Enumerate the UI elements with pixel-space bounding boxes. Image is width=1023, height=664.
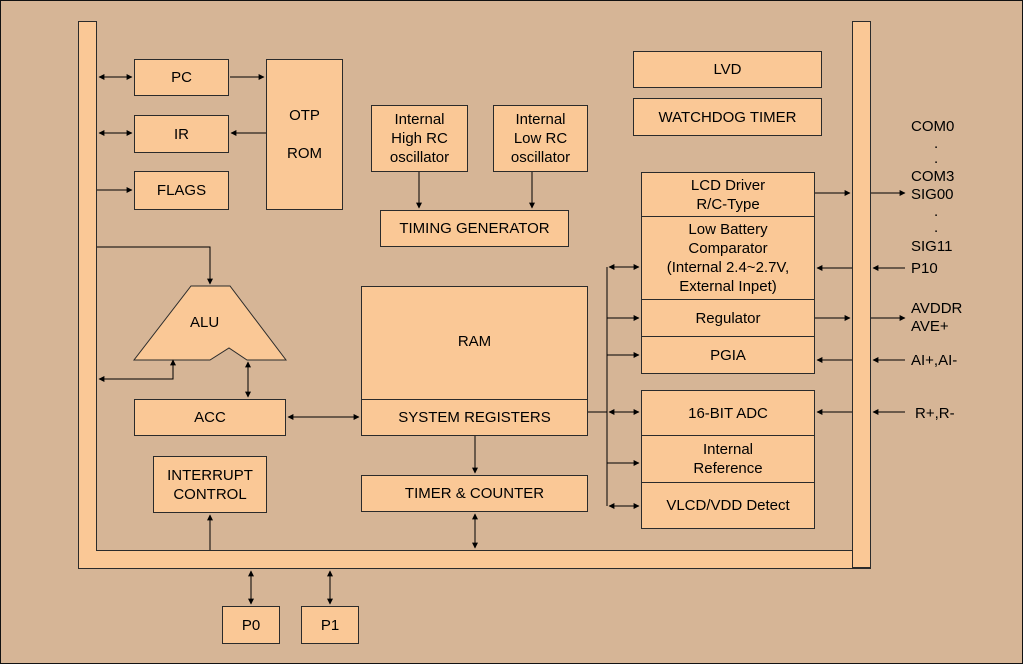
lbc-line-4: External Inpet) — [679, 278, 777, 295]
system-registers-label: SYSTEM REGISTERS — [398, 409, 551, 426]
low-rc-line-1: Internal — [515, 111, 566, 128]
otp-rom-block: OTP ROM — [266, 59, 343, 210]
timer-counter-block: TIMER & COUNTER — [361, 475, 588, 512]
p1-block: P1 — [301, 606, 359, 644]
low-rc-line-2: Low RC — [513, 130, 568, 147]
bus-join-left — [79, 549, 96, 552]
high-rc-line-1: Internal — [394, 111, 445, 128]
acc-label: ACC — [194, 409, 226, 426]
lcd-driver-line-1: LCD Driver — [690, 176, 766, 194]
watchdog-timer-block: WATCHDOG TIMER — [633, 98, 822, 136]
bus-to-alu-arrow — [97, 246, 213, 285]
pin-dots-3: . — [934, 203, 939, 220]
watchdog-timer-label: WATCHDOG TIMER — [658, 108, 797, 126]
pin-ai: AI+,AI- — [911, 352, 958, 369]
interrupt-label: INTERRUPT — [167, 466, 253, 484]
lvd-label: LVD — [713, 61, 742, 78]
adc-label: 16-BIT ADC — [688, 404, 768, 422]
p1-label: P1 — [320, 616, 340, 634]
pin-ave-plus: AVE+ — [911, 318, 949, 335]
ram-label: RAM — [457, 333, 492, 350]
lcd-driver-block: LCD Driver R/C-Type — [641, 172, 815, 217]
p0-label: P0 — [241, 616, 261, 634]
pin-dots-2: . — [934, 150, 939, 167]
high-rc-line-2: High RC — [391, 130, 448, 147]
internal-reference-block: Internal Reference — [641, 435, 815, 483]
lvd-block: LVD — [633, 51, 822, 88]
pgia-block: PGIA — [641, 336, 815, 374]
flags-label: FLAGS — [156, 182, 207, 199]
alu-to-bus-arrow — [98, 360, 174, 382]
otp-label: OTP — [289, 106, 320, 124]
vlcd-vdd-detect-block: VLCD/VDD Detect — [641, 482, 815, 529]
acc-block: ACC — [134, 399, 286, 436]
ir-label: IR — [174, 125, 189, 143]
low-battery-comparator-block: Low Battery Comparator (Internal 2.4~2.7… — [641, 216, 815, 300]
pin-dots-1: . — [934, 135, 939, 152]
timer-counter-label: TIMER & COUNTER — [404, 485, 545, 502]
ram-block: RAM — [361, 286, 588, 400]
internal-high-rc-oscillator-block: Internal High RC oscillator — [371, 105, 468, 172]
adc-16bit-block: 16-BIT ADC — [641, 390, 815, 436]
alu-shape — [132, 285, 288, 361]
pgia-label: PGIA — [710, 346, 746, 364]
flags-block: FLAGS — [134, 171, 229, 210]
control-label: CONTROL — [173, 485, 247, 503]
alu-label: ALU — [190, 314, 220, 331]
lbc-line-1: Low Battery — [688, 221, 768, 238]
ir-block: IR — [134, 115, 229, 153]
lbc-line-3: (Internal 2.4~2.7V, — [666, 259, 790, 276]
regulator-label: Regulator — [695, 309, 761, 327]
lcd-driver-line-2: R/C-Type — [696, 195, 760, 213]
p0-block: P0 — [222, 606, 280, 644]
internal-low-rc-oscillator-block: Internal Low RC oscillator — [493, 105, 588, 172]
low-rc-line-3: oscillator — [510, 149, 571, 166]
pin-com0: COM0 — [911, 118, 955, 135]
timing-generator-block: TIMING GENERATOR — [380, 210, 569, 247]
bus-join-right — [853, 549, 870, 552]
pin-sig00: SIG00 — [911, 186, 954, 203]
regulator-block: Regulator — [641, 299, 815, 337]
pin-r: R+,R- — [915, 405, 955, 422]
pin-p10: P10 — [911, 260, 938, 277]
high-rc-line-3: oscillator — [389, 149, 450, 166]
pin-avddr: AVDDR — [911, 300, 963, 317]
right-bus-bar — [852, 21, 871, 568]
lbc-line-2: Comparator — [688, 240, 768, 257]
vlcd-vdd-detect-label: VLCD/VDD Detect — [666, 497, 790, 514]
internal-reference-line-2: Reference — [693, 460, 763, 477]
pc-label: PC — [171, 69, 192, 86]
pc-block: PC — [134, 59, 229, 96]
pin-com3: COM3 — [911, 168, 955, 185]
internal-reference-line-1: Internal — [702, 441, 754, 458]
rom-label: ROM — [287, 144, 322, 162]
pin-sig11: SIG11 — [911, 238, 953, 255]
timing-generator-label: TIMING GENERATOR — [399, 220, 550, 237]
system-registers-block: SYSTEM REGISTERS — [361, 399, 588, 436]
interrupt-control-block: INTERRUPT CONTROL — [153, 456, 267, 513]
pin-dots-4: . — [934, 219, 939, 236]
